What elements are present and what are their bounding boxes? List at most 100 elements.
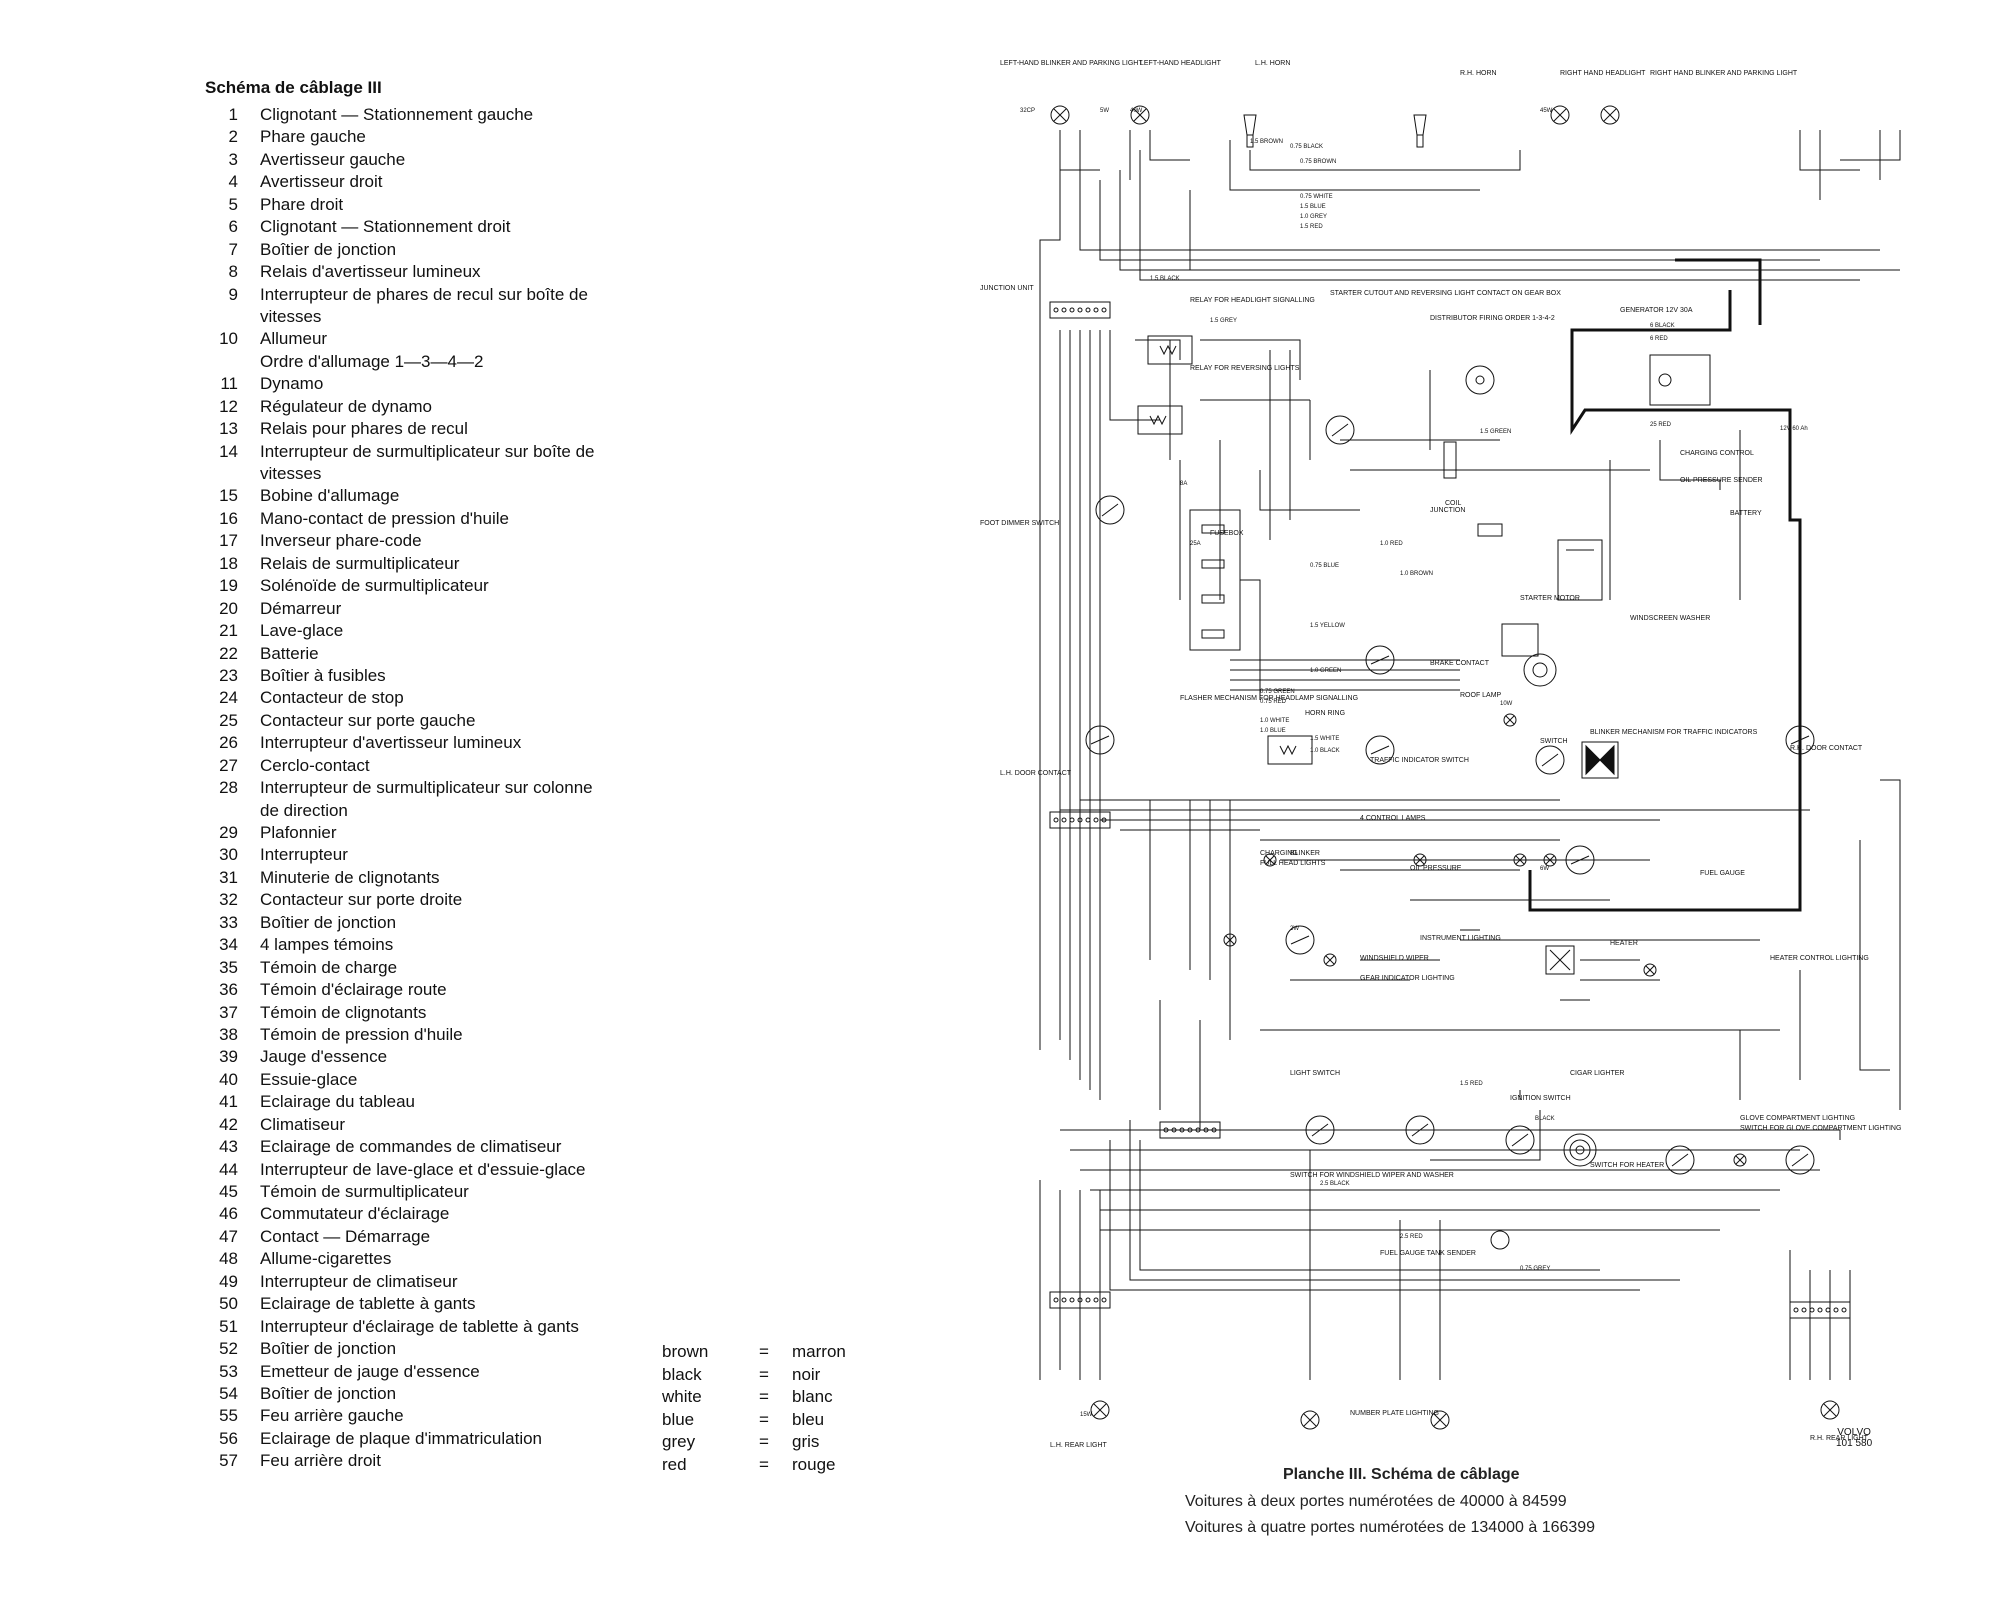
component-labels: LEFT-HAND BLINKER AND PARKING LIGHTLEFT-… <box>980 60 1901 1449</box>
component-label: DISTRIBUTOR FIRING ORDER 1-3-4-2 <box>1430 315 1555 322</box>
color-row: black=noir <box>662 1364 846 1387</box>
component-rating: 25A <box>1190 541 1201 547</box>
wire <box>1079 200 1880 251</box>
legend-item-text: Contacteur de stop <box>260 688 404 708</box>
component-rating: 10W <box>1500 701 1513 707</box>
component-lamp-s <box>1503 713 1517 727</box>
wire-annotation: 2.5 BLACK <box>1320 1181 1350 1187</box>
legend-item-number: 21 <box>219 621 238 641</box>
component-label: L.H. REAR LIGHT <box>1050 1442 1108 1449</box>
heavy-cable-generator <box>1675 258 1762 325</box>
component-label: BLINKER <box>1290 850 1320 857</box>
legend-item-text: Témoin de clignotants <box>260 1002 427 1022</box>
legend-item-text: Bobine d'allumage <box>260 486 400 506</box>
color-english: brown <box>662 1342 709 1362</box>
component-heater <box>1545 945 1575 975</box>
legend-item-number: 33 <box>219 912 238 932</box>
component-gauge <box>1085 725 1115 755</box>
legend-item-text: Eclairage du tableau <box>260 1092 416 1112</box>
wire-annotation: 1.5 WHITE <box>1310 736 1339 742</box>
component-label: FULL HEAD LIGHTS <box>1260 860 1326 867</box>
color-english: red <box>662 1454 687 1474</box>
component-lamp <box>1550 105 1570 125</box>
stamp-code: 101 580 <box>1836 1438 1873 1449</box>
component-washer <box>1523 653 1557 687</box>
component-blinker <box>1581 741 1619 779</box>
legend-item-number: 2 <box>228 127 238 147</box>
legend-item-text: Solénoïde de surmultiplicateur <box>260 576 489 596</box>
wire <box>1799 130 1860 171</box>
color-english: white <box>662 1387 702 1407</box>
legend-item-text: Boîtier de jonction <box>260 1383 397 1403</box>
wire-annotation: 1.5 YELLOW <box>1310 623 1345 629</box>
component-label: FLASHER MECHANISM FOR HEADLAMP SIGNALLIN… <box>1180 695 1358 702</box>
legend-item-text: Relais pour phares de recul <box>260 419 468 439</box>
legend-item-text: Démarreur <box>260 598 342 618</box>
component-label: BLINKER MECHANISM FOR TRAFFIC INDICATORS <box>1590 729 1758 736</box>
component-lamp <box>1820 1400 1840 1420</box>
legend-item-text: Avertisseur droit <box>260 172 383 192</box>
wire <box>1200 339 1301 380</box>
legend-item-text: Allumeur <box>260 329 328 349</box>
plate-title: Planche III. Schéma de câblage <box>1283 1466 1520 1483</box>
color-equals: = <box>759 1364 769 1384</box>
component-label: L.H. DOOR CONTACT <box>1000 770 1072 777</box>
color-english: grey <box>662 1432 696 1452</box>
component-label: GLOVE COMPARTMENT LIGHTING <box>1740 1115 1855 1122</box>
legend-item-number: 39 <box>219 1047 238 1067</box>
wire-annotation: 0.75 BLACK <box>1290 144 1323 150</box>
wire <box>1840 130 1901 161</box>
legend-item-number: 20 <box>219 598 238 618</box>
legend-item-text: Essuie-glace <box>260 1069 358 1089</box>
legend-item-text: Jauge d'essence <box>260 1047 388 1067</box>
component-label: TRAFFIC INDICATOR SWITCH <box>1370 757 1469 764</box>
wire-annotation: 6 BLACK <box>1650 323 1675 329</box>
component-lamp <box>1050 105 1070 125</box>
color-french: bleu <box>792 1409 825 1429</box>
component-switch <box>1325 415 1355 445</box>
component-rating: 40W <box>1130 108 1143 114</box>
legend-item-text: Contacteur sur porte droite <box>260 890 463 910</box>
component-label: SWITCH FOR WINDSHIELD WIPER AND WASHER <box>1290 1172 1454 1179</box>
legend-item-text: Témoin d'éclairage route <box>260 980 447 1000</box>
legend-item-number: 41 <box>219 1092 238 1112</box>
component-label: HORN RING <box>1305 710 1345 717</box>
component-block <box>1159 1121 1221 1139</box>
legend-item-number: 26 <box>219 733 238 753</box>
wire-annotation: 1.0 RED <box>1380 541 1403 547</box>
legend-item-number: 47 <box>219 1226 238 1246</box>
component-label: FUEL GAUGE <box>1700 870 1745 877</box>
component-label: LEFT-HAND HEADLIGHT <box>1140 60 1222 67</box>
component-switch <box>1505 1125 1535 1155</box>
legend-item-text: Relais d'avertisseur lumineux <box>260 262 481 282</box>
component-lamp <box>1090 1400 1110 1420</box>
component-gen <box>1649 354 1711 406</box>
component-label: INSTRUMENT LIGHTING <box>1420 935 1501 942</box>
component-lamp-s <box>1413 853 1427 867</box>
legend-item-number: 1 <box>228 105 238 124</box>
component-relay <box>1137 405 1183 435</box>
legend-item-text: Eclairage de plaque d'immatriculation <box>260 1428 543 1448</box>
color-equals: = <box>759 1454 769 1474</box>
legend-item-number: 46 <box>219 1204 238 1224</box>
component-label: RIGHT HAND BLINKER AND PARKING LIGHT <box>1650 70 1798 77</box>
plate-subtitle-four-door: Voitures à quatre portes numérotées de 1… <box>1185 1519 1596 1536</box>
component-label: STARTER MOTOR <box>1520 595 1580 602</box>
component-rating: 32CP <box>1020 108 1035 114</box>
heavy-cable-starter <box>1570 290 1732 376</box>
component-block <box>1049 811 1111 829</box>
legend-item: vitesses <box>202 306 690 328</box>
